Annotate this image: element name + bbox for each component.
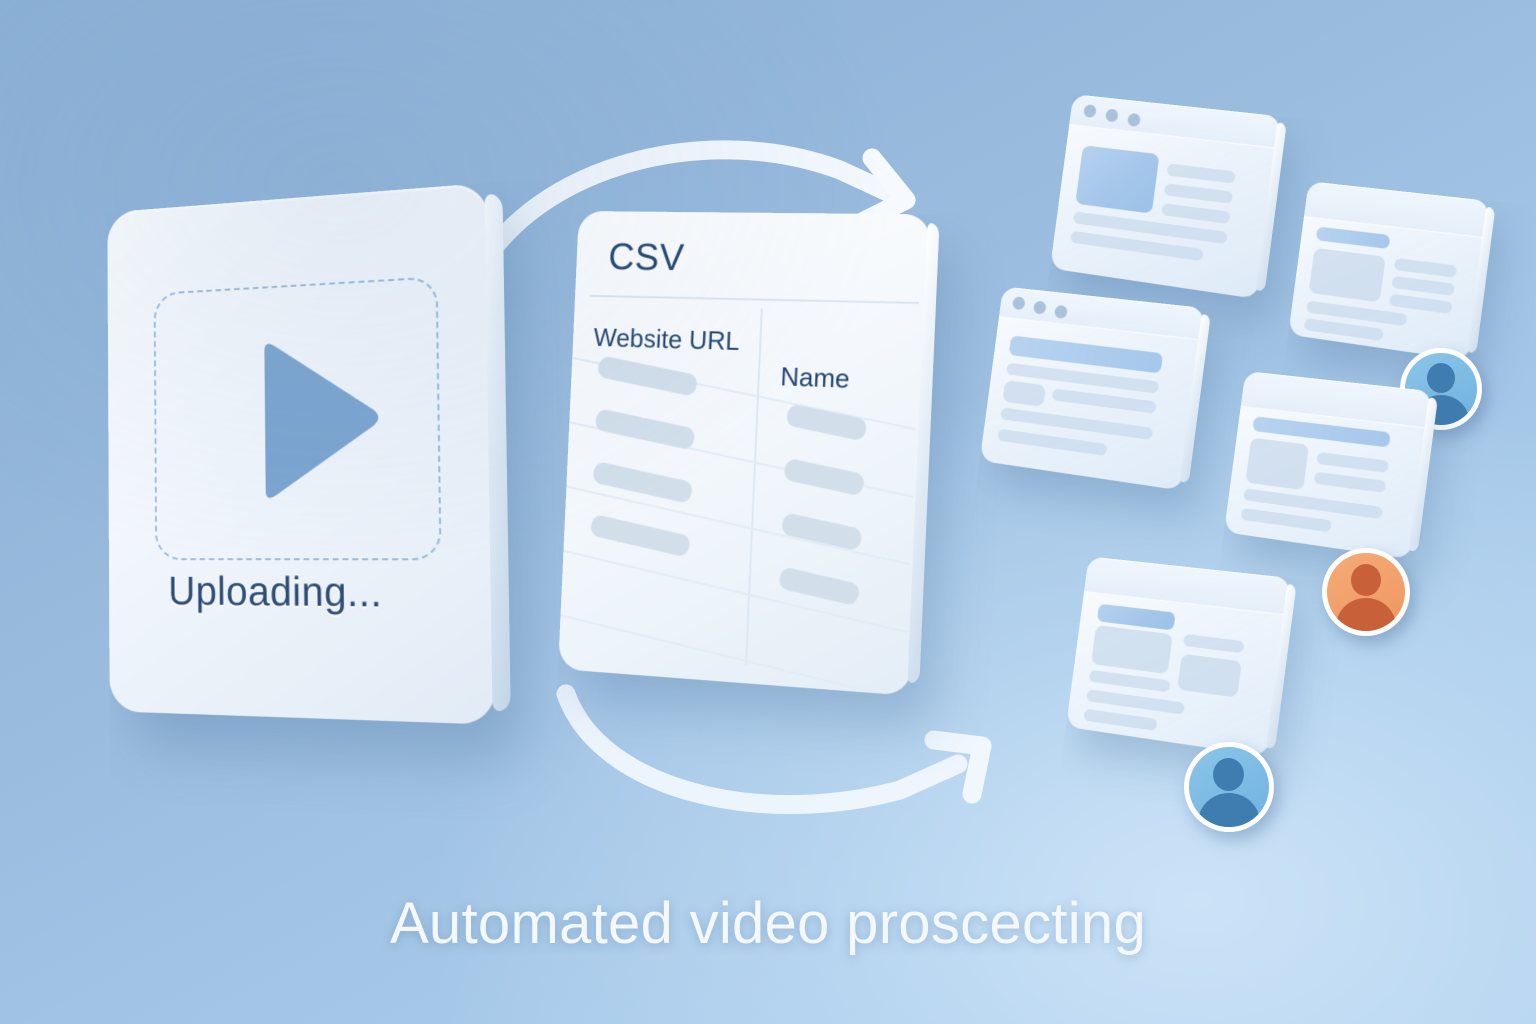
browser-window-5[interactable] (1065, 556, 1297, 757)
csv-row-divider (563, 549, 908, 633)
window-thumbnail (1308, 247, 1386, 303)
csv-column-separator (744, 308, 763, 666)
window-dot-icon (1032, 300, 1047, 315)
window-thumbnail (1177, 653, 1242, 698)
window-dot-icon (1127, 112, 1141, 127)
avatar-person-icon (1351, 564, 1381, 596)
window-titlebar (998, 287, 1206, 341)
window-text-line (1391, 275, 1455, 296)
avatar-orange[interactable] (1322, 548, 1410, 636)
window-dot-icon (1011, 296, 1026, 311)
csv-cell-placeholder (777, 566, 861, 607)
window-text-line (1393, 257, 1458, 278)
window-text-line (1083, 708, 1158, 731)
window-dot-icon (1083, 104, 1097, 119)
window-text-line (1316, 451, 1390, 473)
csv-title-divider (589, 294, 919, 305)
browser-window-1[interactable] (1049, 93, 1287, 300)
window-thumbnail (1091, 625, 1173, 675)
csv-cell-placeholder (780, 511, 864, 552)
flow-arrow-bottom (556, 684, 992, 814)
window-thumbnail (1002, 380, 1046, 407)
csv-column-header-url: Website URL (592, 322, 741, 356)
window-text-line (1051, 388, 1157, 414)
csv-cell-placeholder (596, 355, 699, 397)
window-text-line (1070, 230, 1204, 262)
video-dropzone[interactable] (153, 276, 442, 561)
play-icon[interactable] (236, 327, 402, 512)
window-titlebar (1069, 94, 1282, 150)
browser-window-3[interactable] (979, 286, 1211, 491)
csv-cell-placeholder (589, 513, 692, 558)
window-text-line (1240, 507, 1332, 533)
window-thumbnail (1245, 437, 1310, 491)
upload-status-label: Uploading... (168, 567, 383, 616)
avatar-person-icon (1336, 598, 1396, 631)
window-text-line (1161, 203, 1231, 224)
window-text-line (1088, 669, 1171, 693)
csv-cell-placeholder (785, 403, 869, 442)
browser-window-2[interactable] (1288, 181, 1496, 361)
csv-cell-placeholder (594, 408, 697, 451)
browser-window-4[interactable] (1223, 370, 1438, 560)
window-text-line (1163, 183, 1234, 204)
avatar-blue[interactable] (1184, 742, 1274, 832)
csv-cell-placeholder (591, 460, 694, 505)
page-caption: Automated video proscecting (389, 891, 1147, 956)
window-thumbnail (1075, 145, 1160, 214)
avatar-person-icon (1427, 363, 1455, 393)
csv-file-card[interactable]: CSV Website URL Name (557, 210, 940, 696)
window-text-line (1166, 163, 1236, 184)
window-dot-icon (1054, 304, 1068, 319)
video-upload-card[interactable]: Uploading... (92, 182, 511, 725)
csv-column-header-name: Name (779, 361, 851, 394)
csv-title: CSV (607, 236, 686, 280)
avatar-person-icon (1213, 758, 1244, 791)
window-text-line (1388, 293, 1453, 315)
window-text-line (1313, 471, 1387, 494)
avatar-person-icon (1198, 793, 1260, 827)
csv-cell-placeholder (782, 457, 866, 497)
window-dot-icon (1104, 108, 1119, 123)
window-text-line (1182, 633, 1245, 654)
window-text-line (997, 428, 1108, 457)
window-accent-line (1315, 226, 1391, 250)
